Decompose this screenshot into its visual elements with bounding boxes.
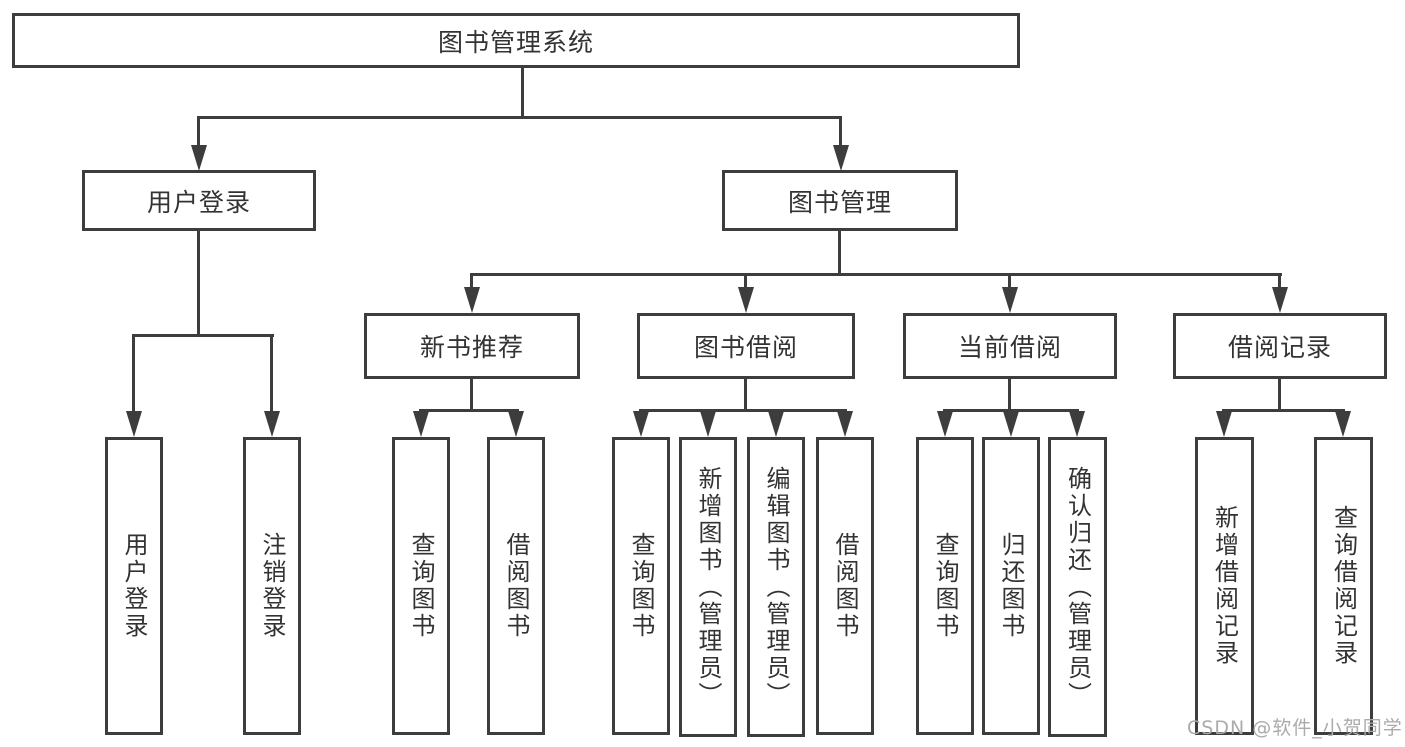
arrowhead-leaf-query-borrow — [633, 411, 649, 437]
leaf-borrow-books-label: 借阅图书 — [831, 532, 859, 640]
node-root-label: 图书管理系统 — [437, 27, 594, 57]
arrowhead-leaf-add-book — [700, 411, 716, 437]
leaf-query-borrow-record-label: 查询借阅记录 — [1329, 505, 1358, 667]
connector-drop-book-management — [839, 117, 842, 148]
arrowhead-new-book — [464, 287, 480, 313]
leaf-query-books-borrow: 查询图书 — [612, 437, 670, 735]
node-borrow-records: 借阅记录 — [1173, 313, 1387, 379]
arrowhead-user-login — [191, 145, 207, 171]
connector-drop-new-book — [470, 274, 473, 289]
leaf-add-borrow-record-label: 新增借阅记录 — [1210, 505, 1239, 667]
connector-borrow-records-bus — [1222, 409, 1345, 412]
node-current-borrow: 当前借阅 — [903, 313, 1117, 379]
leaf-query-books-current-label: 查询图书 — [931, 532, 959, 640]
leaf-query-books-current: 查询图书 — [916, 437, 974, 735]
connector-drop-leaf-logout — [270, 335, 273, 413]
connector-new-book-bus — [419, 409, 519, 412]
connector-user-login-bus — [132, 334, 274, 337]
leaf-borrow-books-recommend: 借阅图书 — [487, 437, 545, 735]
leaf-query-books-borrow-label: 查询图书 — [627, 532, 655, 640]
connector-drop-book-borrow — [744, 274, 747, 289]
node-book-management-label: 图书管理 — [787, 187, 892, 217]
connector-current-borrow-stem — [1008, 379, 1011, 411]
connector-root-stem — [521, 68, 524, 118]
connector-book-management-stem — [838, 231, 841, 275]
arrowhead-borrow-records — [1272, 287, 1288, 313]
node-book-borrow: 图书借阅 — [637, 313, 855, 379]
leaf-edit-book-admin-label: 编辑图书（管理员） — [762, 465, 790, 709]
node-user-login: 用户登录 — [82, 170, 316, 231]
leaf-query-books-recommend: 查询图书 — [392, 437, 450, 735]
connector-drop-current-borrow — [1008, 274, 1011, 289]
connector-root-bus — [197, 116, 842, 119]
connector-borrow-records-stem — [1278, 379, 1281, 411]
leaf-query-borrow-record: 查询借阅记录 — [1314, 437, 1373, 735]
arrowhead-leaf-login — [126, 411, 142, 437]
arrowhead-leaf-query-recommend — [413, 411, 429, 437]
arrowhead-leaf-query-current — [937, 411, 953, 437]
watermark: CSDN @软件_小贺同学 — [1187, 717, 1403, 739]
node-root: 图书管理系统 — [12, 13, 1020, 68]
arrowhead-leaf-confirm-return — [1069, 411, 1085, 437]
leaf-add-book-admin: 新增图书（管理员） — [679, 437, 737, 737]
arrowhead-leaf-return-book — [1003, 411, 1019, 437]
leaf-edit-book-admin: 编辑图书（管理员） — [747, 437, 805, 737]
arrowhead-leaf-edit-book — [768, 411, 784, 437]
leaf-confirm-return-admin: 确认归还（管理员） — [1048, 437, 1107, 737]
arrowhead-book-borrow — [738, 287, 754, 313]
arrowhead-leaf-borrow-books — [837, 411, 853, 437]
leaf-return-book: 归还图书 — [982, 437, 1040, 735]
connector-drop-borrow-records — [1278, 274, 1281, 289]
node-new-book-recommend: 新书推荐 — [364, 313, 580, 379]
node-borrow-records-label: 借阅记录 — [1227, 333, 1332, 362]
connector-drop-user-login — [197, 117, 200, 148]
leaf-logout: 注销登录 — [243, 437, 301, 735]
leaf-return-book-label: 归还图书 — [997, 532, 1025, 640]
node-user-login-label: 用户登录 — [146, 187, 251, 217]
connector-current-borrow-bus — [943, 409, 1079, 412]
arrowhead-current-borrow — [1002, 287, 1018, 313]
leaf-confirm-return-admin-label: 确认归还（管理员） — [1063, 465, 1092, 709]
connector-book-borrow-stem — [744, 379, 747, 411]
leaf-borrow-books-recommend-label: 借阅图书 — [502, 532, 530, 640]
connector-user-login-stem — [197, 231, 200, 336]
leaf-add-book-admin-label: 新增图书（管理员） — [694, 465, 722, 709]
connector-book-borrow-bus — [639, 409, 847, 412]
node-book-management: 图书管理 — [722, 170, 958, 231]
leaf-logout-label: 注销登录 — [258, 532, 286, 640]
node-new-book-recommend-label: 新书推荐 — [419, 333, 524, 362]
leaf-user-login-label: 用户登录 — [120, 532, 148, 640]
connector-drop-leaf-login — [132, 335, 135, 413]
leaf-add-borrow-record: 新增借阅记录 — [1195, 437, 1254, 735]
leaf-query-books-recommend-label: 查询图书 — [407, 532, 435, 640]
arrowhead-leaf-query-record — [1335, 411, 1351, 437]
arrowhead-book-management — [833, 145, 849, 171]
connector-new-book-stem — [470, 379, 473, 411]
leaf-borrow-books: 借阅图书 — [816, 437, 874, 735]
arrowhead-leaf-borrow-recommend — [508, 411, 524, 437]
node-book-borrow-label: 图书借阅 — [693, 333, 798, 362]
leaf-user-login: 用户登录 — [105, 437, 163, 735]
arrowhead-leaf-logout — [264, 411, 280, 437]
arrowhead-leaf-add-record — [1216, 411, 1232, 437]
connector-book-management-bus — [470, 273, 1282, 276]
node-current-borrow-label: 当前借阅 — [957, 333, 1062, 362]
